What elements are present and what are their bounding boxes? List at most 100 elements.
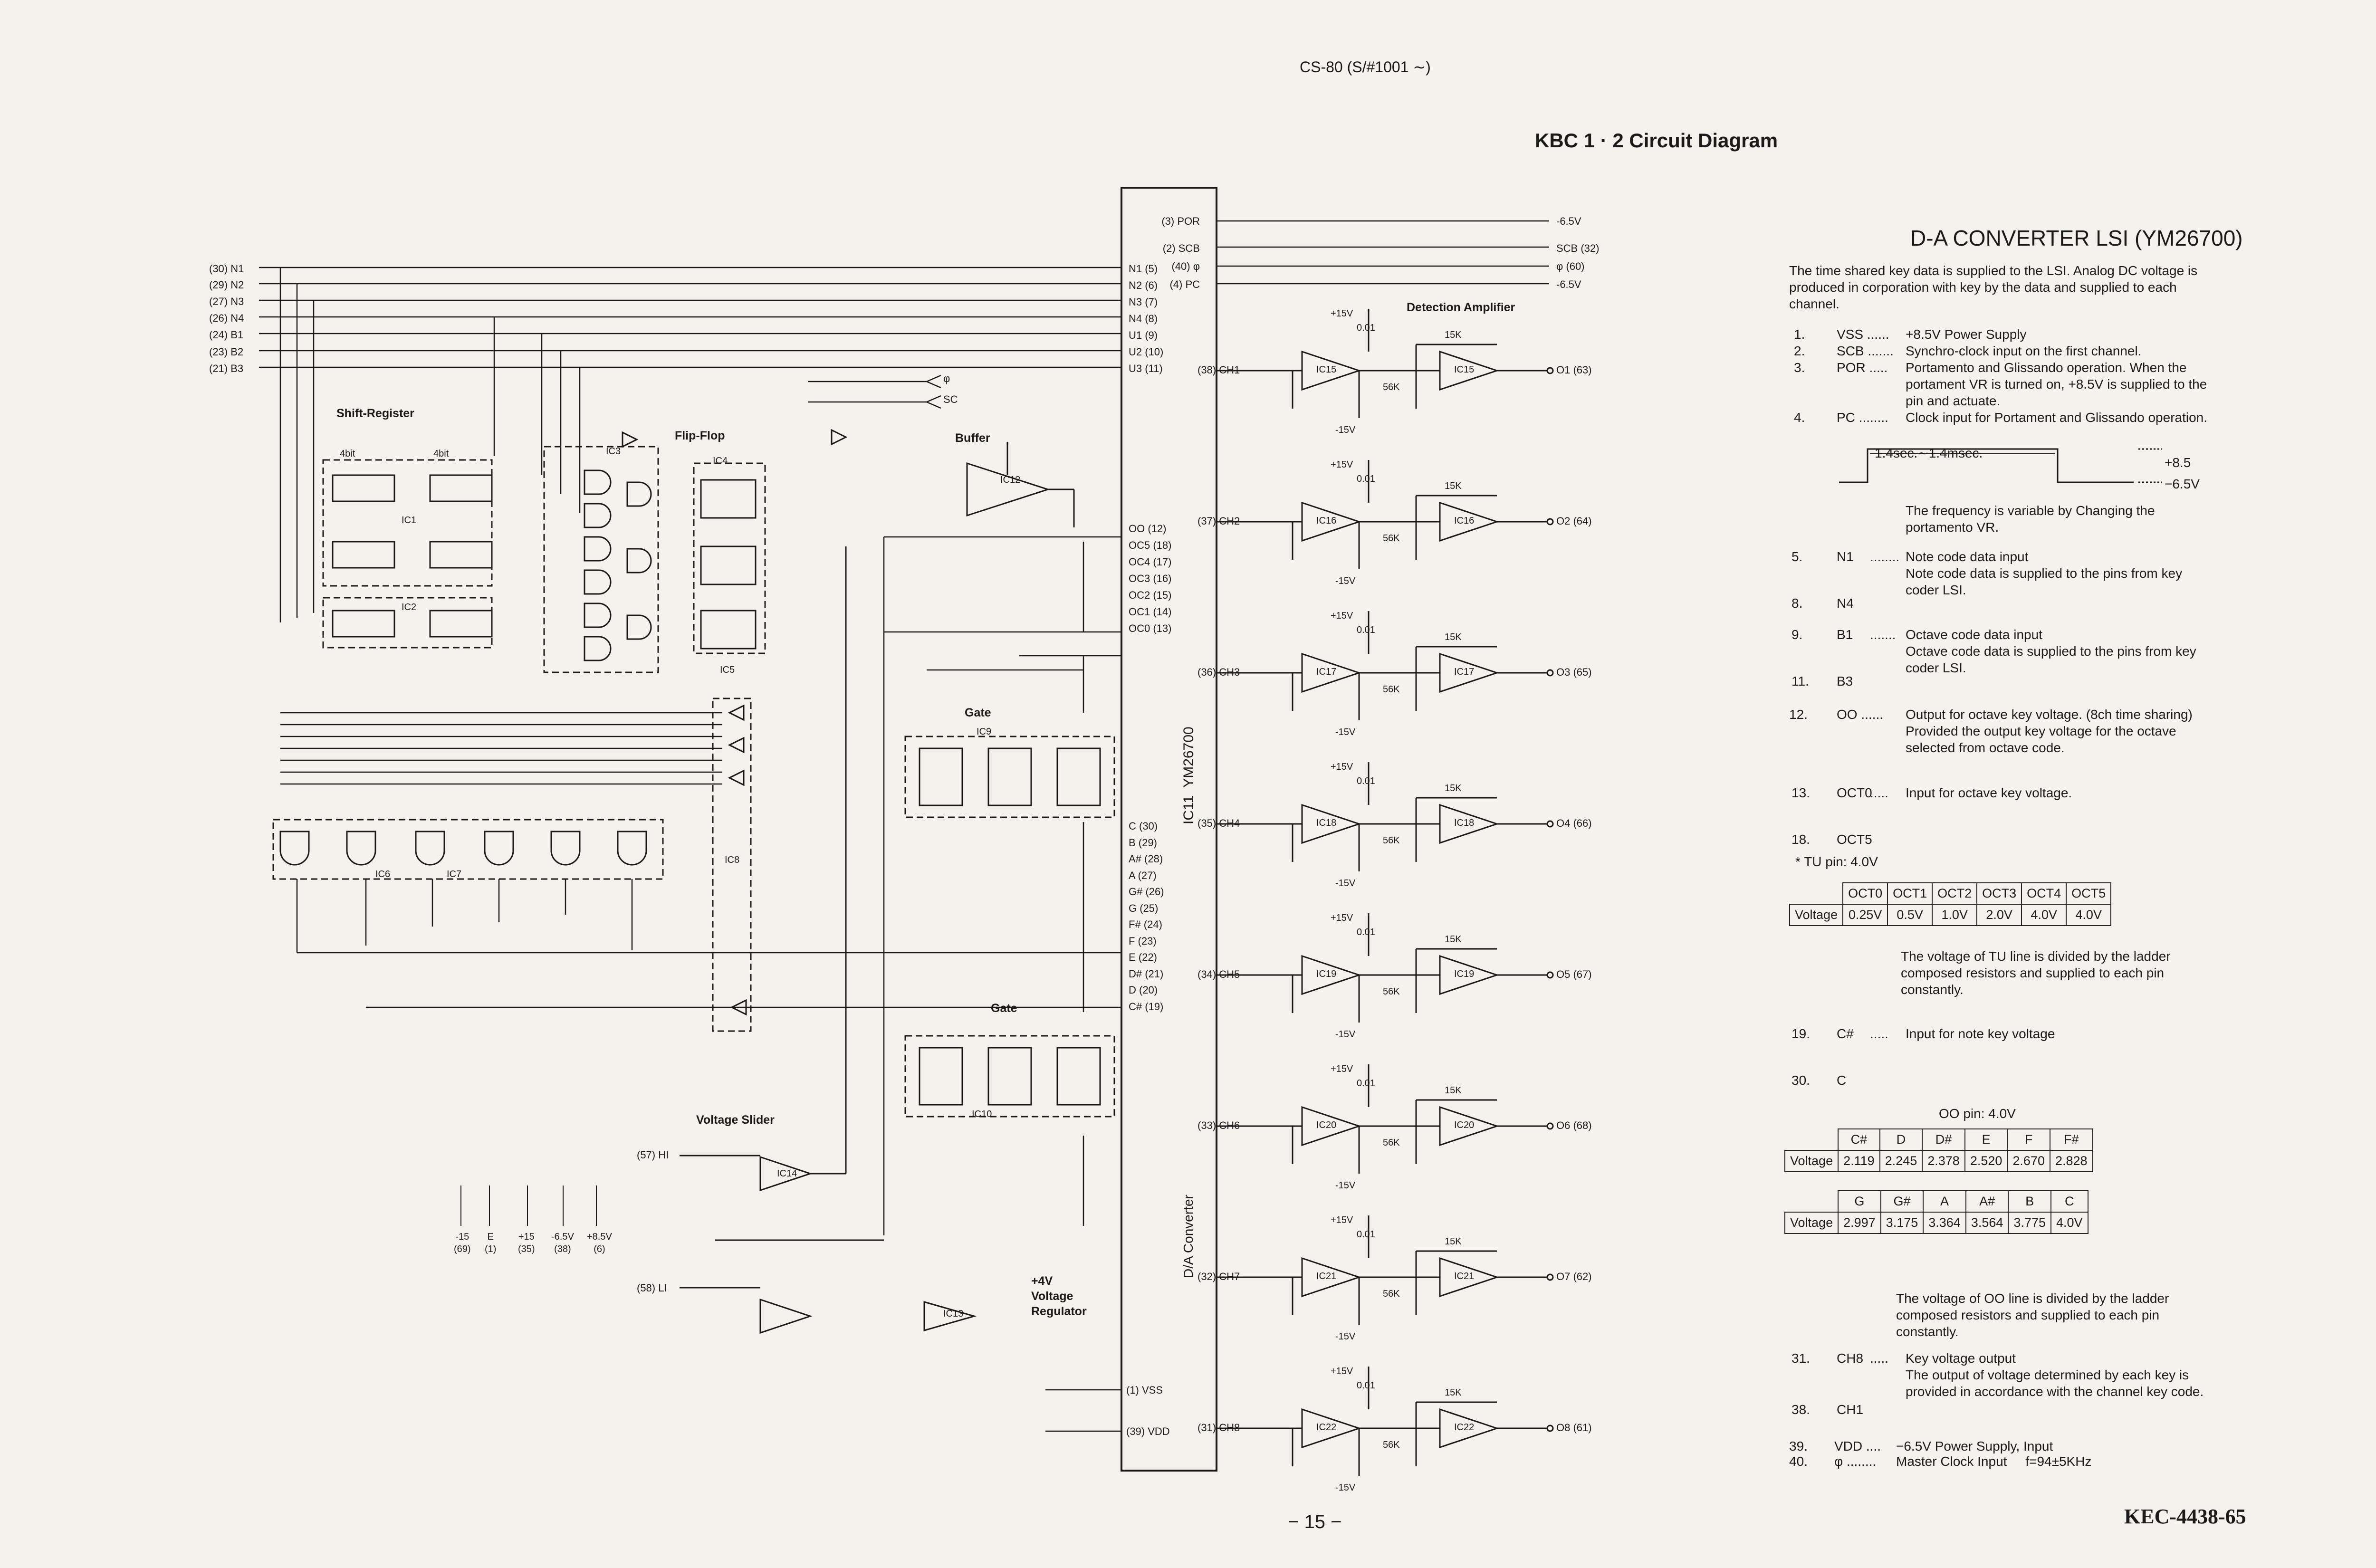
lsi-code-pin: N4 (8) [1129, 313, 1158, 325]
lsi-name: IC11 YM26700 [1181, 727, 1197, 824]
desc-range-from-number: 5. [1792, 549, 1803, 564]
channel-pin-label: (35) CH4 [1198, 817, 1240, 829]
desc-range-from: B1 [1837, 627, 1853, 642]
table-value-cell: 4.0V [2050, 1212, 2089, 1234]
page-title: KBC 1 · 2 Circuit Diagram [1535, 129, 1778, 152]
desc-range-from-number: 31. [1792, 1351, 1810, 1366]
inverters [622, 429, 848, 1016]
table-header-cell: B [2008, 1190, 2051, 1213]
detection-channel [1217, 1367, 1554, 1476]
channel-ic-label-b: IC16 [1454, 516, 1475, 526]
desc-item-number: 2. [1794, 344, 1805, 358]
detection-amp-label: Detection Amplifier [1407, 301, 1515, 314]
table-row-label: Voltage [1784, 1212, 1839, 1234]
channel-neg-supply: -15V [1335, 425, 1356, 435]
table-row-label: Voltage [1789, 904, 1844, 926]
table-header-cell: OCT0 [1842, 882, 1888, 905]
channel-ic-label: IC17 [1316, 667, 1337, 677]
lsi-note-pin: A (27) [1129, 869, 1157, 881]
table-header-cell: OCT3 [1976, 882, 2022, 905]
desc-range-to-number: 38. [1792, 1402, 1810, 1417]
gate-label-upper: Gate [965, 706, 991, 719]
desc-range-to: OCT5 [1837, 832, 1872, 847]
desc-range-from: CH8 [1837, 1351, 1864, 1366]
channel-ic-label-b: IC22 [1454, 1422, 1475, 1433]
lsi-code-pin: N1 (5) [1129, 263, 1158, 275]
table-header-cell: OCT2 [1932, 882, 1978, 905]
channel-neg-supply: -15V [1335, 1482, 1356, 1493]
channel-output-label: O4 (66) [1556, 817, 1592, 829]
desc-range-text: Octave code data input Octave code data … [1906, 627, 2196, 675]
supply-legend [460, 1186, 597, 1226]
pulse-low-label: −6.5V [2165, 477, 2200, 491]
channel-res-label: 15K [1445, 783, 1462, 794]
supply-legend-item: -15 (69) [454, 1232, 471, 1254]
channel-ic-label: IC19 [1316, 969, 1337, 979]
channel-supply-label: +15V [1331, 1215, 1353, 1225]
lsi-note-pin: G# (26) [1129, 886, 1164, 898]
input-label: (26) N4 [209, 312, 244, 324]
detection-channel [1217, 611, 1554, 720]
channel-neg-supply: -15V [1335, 1331, 1356, 1342]
lsi-note-pin: F (23) [1129, 935, 1157, 947]
channel-neg-supply: -15V [1335, 727, 1356, 737]
channel-supply-label: +15V [1331, 308, 1353, 319]
channel-pin-label: (37) CH2 [1198, 515, 1240, 527]
lsi-octave-pin: OO (12) [1129, 523, 1167, 535]
ic-tag: IC14 [777, 1168, 797, 1179]
table-corner [1790, 883, 1844, 905]
lsi-note-pin: A# (28) [1129, 853, 1163, 865]
table-value-cell: 3.775 [2008, 1212, 2051, 1234]
channel-output-label: O7 (62) [1556, 1271, 1592, 1282]
detection-channel [1217, 913, 1554, 1023]
desc-range-text: Key voltage output The output of voltage… [1906, 1351, 2204, 1399]
channel-cap-label: 0.01 [1357, 927, 1375, 937]
desc-item-text: Master Clock Input f=94±5KHz [1896, 1454, 2092, 1469]
table-value-cell: 3.364 [1923, 1212, 1966, 1234]
channel-ic-label-b: IC15 [1454, 364, 1475, 375]
channel-pin-label: (34) CH5 [1198, 968, 1240, 980]
desc-item-name: VSS ...... [1837, 327, 1889, 342]
desc-item-text: −6.5V Power Supply, Input [1896, 1439, 2053, 1453]
desc-item-name: POR ..... [1837, 360, 1888, 375]
channel-neg-supply: -15V [1335, 1180, 1356, 1191]
desc-item-text: Clock input for Portament and Glissando … [1906, 410, 2208, 425]
channel-output-label: O6 (68) [1556, 1119, 1592, 1131]
input-label: (21) B3 [209, 363, 244, 374]
channel-res-label: 15K [1445, 632, 1462, 642]
voltage-slider-amps [680, 546, 977, 1334]
table-header-cell: C# [1838, 1128, 1880, 1151]
lsi-top-pin: (2) SCB [1162, 242, 1200, 254]
channel-ic-label: IC16 [1316, 516, 1337, 526]
lsi-note-pin: D# (21) [1129, 967, 1164, 980]
desc-range-text: Input for note key voltage [1906, 1026, 2055, 1041]
voltage-regulator-label: +4V Voltage Regulator [1031, 1274, 1087, 1318]
lsi-top-pin: (4) PC [1169, 278, 1200, 290]
channel-res-56k: 56K [1383, 1289, 1400, 1299]
ic-tag: IC5 [720, 665, 735, 675]
desc-range-text: Input for octave key voltage. [1906, 785, 2072, 800]
desc-item-name: VDD .... [1834, 1439, 1881, 1453]
channel-cap-label: 0.01 [1357, 625, 1375, 635]
li-input-label: (58) LI [637, 1282, 667, 1294]
lsi-type: D/A Converter [1181, 1195, 1196, 1278]
channel-res-56k: 56K [1383, 684, 1400, 695]
desc-range-to: CH1 [1837, 1402, 1864, 1417]
channel-res-56k: 56K [1383, 1138, 1400, 1148]
desc-range-to-number: 18. [1792, 832, 1810, 847]
channel-neg-supply: -15V [1335, 576, 1356, 586]
desc-range-to-number: 11. [1792, 674, 1809, 688]
table-row-label: Voltage [1784, 1150, 1839, 1172]
channel-supply-label: +15V [1331, 459, 1353, 470]
lsi-note-pin: G (25) [1129, 902, 1159, 914]
sc-input-label: SC [943, 393, 958, 405]
channel-res-label: 15K [1445, 1085, 1462, 1096]
gate-label-lower: Gate [991, 1002, 1017, 1015]
pulse-period-label: 1.4sec.∼1.4msec. [1875, 446, 1983, 460]
channel-pin-label: (38) CH1 [1198, 364, 1240, 376]
input-label: (23) B2 [209, 346, 244, 358]
channel-cap-label: 0.01 [1357, 1229, 1375, 1240]
ic-tag: IC12 [1000, 475, 1021, 485]
table-header-cell: C [2050, 1190, 2089, 1213]
